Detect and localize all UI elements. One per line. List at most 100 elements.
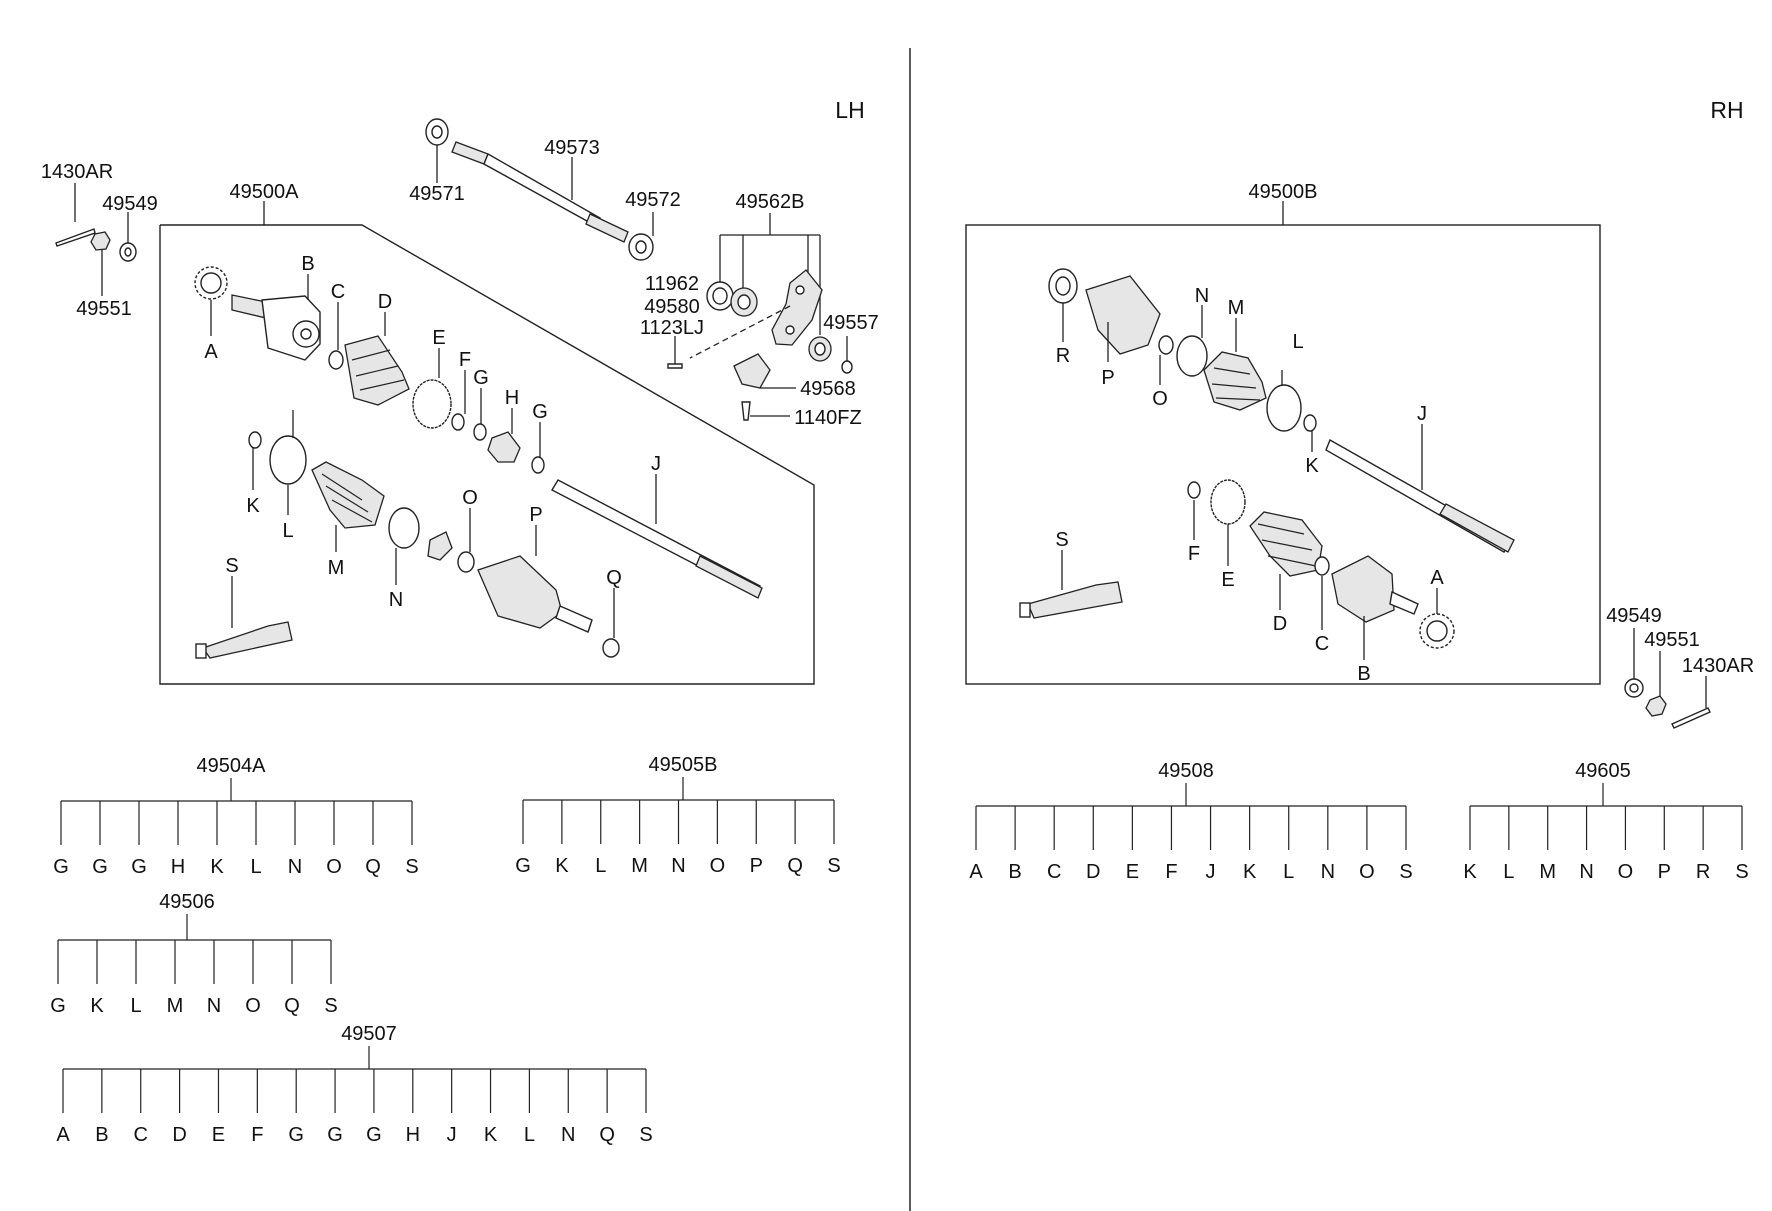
kit-49505B-item: Q <box>787 855 803 877</box>
lh-letter-F: F <box>459 349 471 371</box>
inner-joint-P-rh <box>1085 275 1161 355</box>
kit-49508-item: E <box>1126 861 1139 883</box>
lh-letter-J: J <box>651 453 661 475</box>
kit-code-49506: 49506 <box>159 891 215 913</box>
kit-49506-item: S <box>324 995 337 1017</box>
kit-49605-item: R <box>1696 861 1710 883</box>
lh-letter-E: E <box>432 327 445 349</box>
clip-49568 <box>733 353 771 389</box>
intermediate-shaft <box>425 118 654 261</box>
lh-assembly: 1430AR 49549 49551 49500A 49571 49573 49… <box>41 118 879 685</box>
band-E <box>412 379 452 429</box>
kit-49506-item: G <box>50 995 66 1017</box>
grease-tube-S <box>201 621 293 659</box>
rh-letter-D: D <box>1273 613 1287 635</box>
kit-49506-item: N <box>207 995 221 1017</box>
band-K-rh <box>1303 414 1317 432</box>
kit-49508-item: S <box>1399 861 1412 883</box>
kit-49507-item: F <box>251 1124 263 1146</box>
kit-49506-item: M <box>167 995 184 1017</box>
rh-letter-E: E <box>1221 569 1234 591</box>
rh-letter-O: O <box>1152 388 1168 410</box>
circlip-G-1 <box>473 423 487 441</box>
kit-49508-item: F <box>1165 861 1177 883</box>
kit-49508-item: J <box>1206 861 1216 883</box>
kit-code-49605: 49605 <box>1575 760 1631 782</box>
clamp-C-rh <box>1314 556 1330 576</box>
circlip-O-rh <box>1158 335 1174 355</box>
part-label-49500A: 49500A <box>230 181 300 203</box>
rh-letter-J: J <box>1417 403 1427 425</box>
kit-49506-item: Q <box>284 995 300 1017</box>
lh-letter-G-2: G <box>532 401 548 423</box>
lh-letter-Q: Q <box>606 567 622 589</box>
lh-letter-H: H <box>505 387 519 409</box>
kit-49505B-item: L <box>595 855 606 877</box>
bolt-1123LJ <box>667 363 683 369</box>
split-pin-part <box>55 228 96 247</box>
lh-letter-B: B <box>301 253 314 275</box>
lh-outer-joint-parts <box>194 266 545 474</box>
kit-49507-item: S <box>639 1124 652 1146</box>
band-K <box>248 431 262 449</box>
kit-49506-item: O <box>245 995 261 1017</box>
kit-49504A-item: Q <box>365 856 381 878</box>
kit-49507-item: N <box>561 1124 575 1146</box>
part-label-49549-lh: 49549 <box>102 193 158 215</box>
kit-49605-item: O <box>1618 861 1634 883</box>
kit-49504A-item: G <box>131 856 147 878</box>
kit-49506-item: K <box>90 995 104 1017</box>
bearing-bracket-group <box>667 213 853 421</box>
kit-49507-item: G <box>366 1124 382 1146</box>
side-label-lh: LH <box>835 97 864 123</box>
part-label-49549-rh: 49549 <box>1606 605 1662 627</box>
rh-letter-A: A <box>1430 567 1444 589</box>
part-label-1430AR-rh: 1430AR <box>1682 655 1754 677</box>
lh-hub-nut-group <box>55 183 137 296</box>
kit-49507-item: H <box>406 1124 420 1146</box>
kit-49605-item: S <box>1735 861 1748 883</box>
rh-letter-S: S <box>1055 529 1068 551</box>
rh-letter-N: N <box>1195 285 1209 307</box>
hub-nut-part-rh <box>1645 695 1667 717</box>
lh-letter-M: M <box>328 557 345 579</box>
rh-letter-P: P <box>1101 367 1114 389</box>
tripod-joint <box>427 531 453 561</box>
kit-49507-item: J <box>447 1124 457 1146</box>
rh-letter-K: K <box>1305 455 1319 477</box>
kit-49505B-item: M <box>631 855 648 877</box>
boot-D-rh <box>1249 511 1323 577</box>
kit-code-49507: 49507 <box>341 1023 397 1045</box>
kit-49508-item: O <box>1359 861 1375 883</box>
rh-letter-R: R <box>1056 345 1070 367</box>
part-label-49568: 49568 <box>800 378 856 400</box>
outer-joint-B-rh <box>1331 555 1395 623</box>
inner-joint-P <box>477 555 563 629</box>
kit-code-49505B: 49505B <box>649 754 718 776</box>
part-label-49571: 49571 <box>409 183 465 205</box>
lh-letter-P: P <box>529 504 542 526</box>
grease-tube-S-rh <box>1027 581 1123 619</box>
bolt-1140FZ <box>741 401 751 421</box>
kit-49505B-item: N <box>671 855 685 877</box>
rh-letter-M: M <box>1228 297 1245 319</box>
lh-inner-joint-parts <box>195 410 763 659</box>
part-label-49551-rh: 49551 <box>1644 629 1700 651</box>
lh-letter-A: A <box>204 341 218 363</box>
kit-49505B-item: G <box>515 855 531 877</box>
kit-49504A-item: H <box>171 856 185 878</box>
kit-49504A-item: G <box>92 856 108 878</box>
band-F-rh <box>1187 481 1201 499</box>
lh-letter-K: K <box>246 495 260 517</box>
band-F <box>451 413 465 431</box>
kit-49504A-item: G <box>53 856 69 878</box>
lh-letter-G-1: G <box>473 367 489 389</box>
lh-letter-S: S <box>225 555 238 577</box>
part-label-49562B: 49562B <box>736 191 805 213</box>
kit-49605-item: N <box>1579 861 1593 883</box>
kit-49605-item: P <box>1658 861 1671 883</box>
